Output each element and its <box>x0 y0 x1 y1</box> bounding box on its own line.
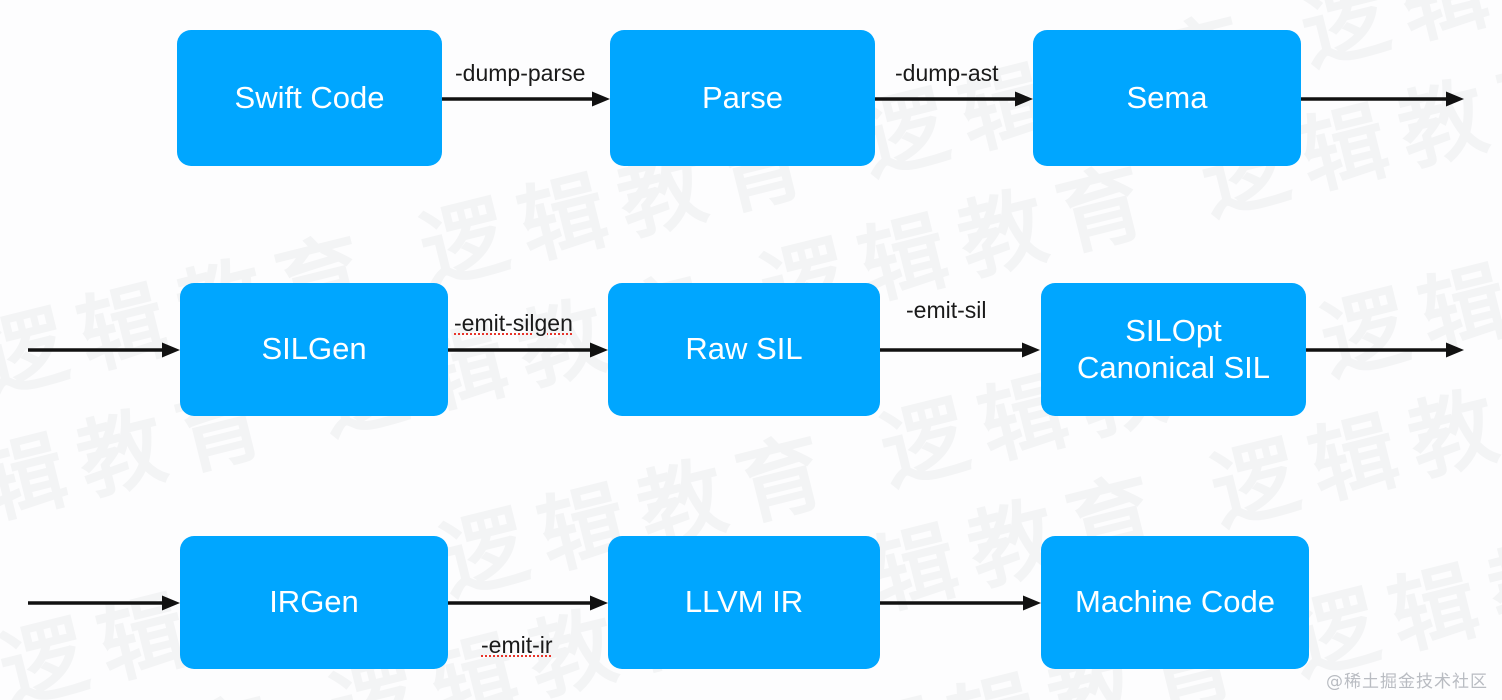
node-label: Sema <box>1126 79 1208 115</box>
edge-label-dump-ast: -dump-ast <box>895 60 999 86</box>
edge-label-emit-ir: -emit-ir <box>481 632 553 658</box>
arrow-llvm-ir-to-machine-code <box>880 592 1043 614</box>
arrow-silgen-to-raw-sil <box>448 339 610 361</box>
arrow-irgen-to-llvm-ir <box>448 592 610 614</box>
node-silopt-canonical-sil: SILOpt Canonical SIL <box>1041 283 1306 416</box>
node-parse: Parse <box>610 30 875 166</box>
arrow-silopt-to-irgen-wrap-out <box>1306 339 1466 361</box>
node-irgen: IRGen <box>180 536 448 669</box>
node-raw-sil: Raw SIL <box>608 283 880 416</box>
arrow-silopt-to-irgen-wrap-in <box>28 592 182 614</box>
node-swift-code: Swift Code <box>177 30 442 166</box>
credit-watermark: @稀土掘金技术社区 <box>1326 672 1488 692</box>
node-label: Swift Code <box>234 79 385 115</box>
node-label: Raw SIL <box>685 331 803 367</box>
edge-label-dump-parse: -dump-parse <box>455 60 586 86</box>
node-llvm-ir: LLVM IR <box>608 536 880 669</box>
node-label: SILGen <box>261 331 367 367</box>
arrow-swift-code-to-parse <box>442 88 612 110</box>
edge-label-emit-silgen: -emit-silgen <box>454 310 573 336</box>
node-label: Parse <box>702 79 783 115</box>
arrow-raw-sil-to-silopt <box>880 339 1042 361</box>
node-label: IRGen <box>269 584 359 620</box>
node-label: Machine Code <box>1075 584 1275 620</box>
node-label-line1: SILOpt <box>1125 312 1222 348</box>
arrow-parse-to-sema <box>875 88 1035 110</box>
node-machine-code: Machine Code <box>1041 536 1309 669</box>
node-label-line2: Canonical SIL <box>1076 349 1270 385</box>
arrow-sema-to-silgen-wrap-out <box>1301 88 1466 110</box>
node-sema: Sema <box>1033 30 1301 166</box>
node-silgen: SILGen <box>180 283 448 416</box>
node-label: LLVM IR <box>684 584 804 620</box>
arrow-sema-to-silgen-wrap-in <box>28 339 182 361</box>
edge-label-emit-sil: -emit-sil <box>906 297 987 323</box>
